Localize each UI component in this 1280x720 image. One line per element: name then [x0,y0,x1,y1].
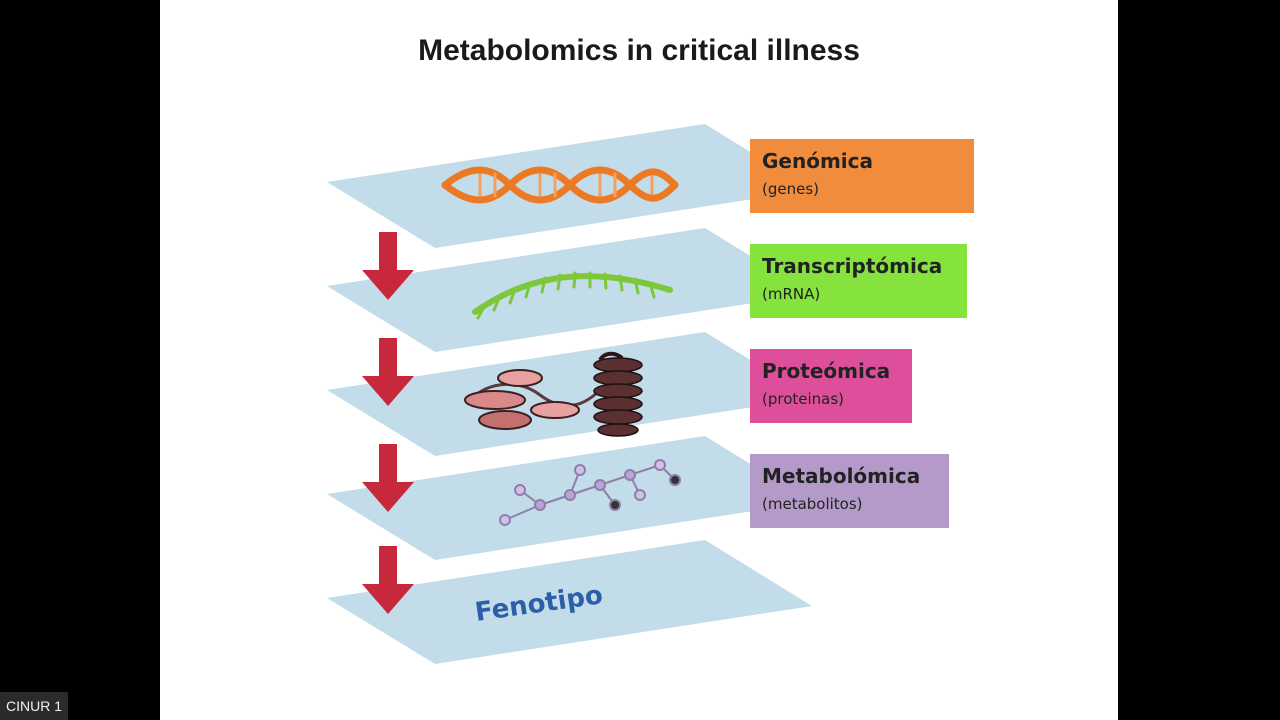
mrna-strand-icon [472,271,673,320]
omics-layers-diagram: Fenotipo [327,124,812,664]
down-arrow-icon [362,232,414,300]
transcriptomics-plane [327,228,812,352]
metabolomics-label: Metabolómica (metabolitos) [750,454,949,528]
metabolomics-sub: (metabolitos) [762,495,863,513]
down-arrow-icon [362,338,414,406]
protein-structure-icon [464,351,643,437]
genomics-sub: (genes) [762,180,820,198]
transcriptomics-name: Transcriptómica [762,254,943,278]
proteomics-name: Proteómica [762,359,891,383]
presentation-slide: Metabolomics in critical illness [160,0,1118,720]
metabolite-molecule-icon [499,459,681,526]
metabolomics-name: Metabolómica [762,464,921,488]
proteomics-label: Proteómica (proteinas) [750,349,912,423]
proteomics-plane [327,332,812,456]
participant-name-tag: CINUR 1 [0,692,68,720]
dna-double-helix-icon [441,166,679,204]
slide-title: Metabolomics in critical illness [418,34,860,67]
transcriptomics-label: Transcriptómica (mRNA) [750,244,967,318]
down-arrow-icon [362,546,414,614]
phenotype-plane [327,540,812,664]
down-arrow-icon [362,444,414,512]
genomics-label: Genómica (genes) [750,139,974,213]
transcriptomics-sub: (mRNA) [762,285,821,303]
proteomics-sub: (proteinas) [762,390,845,408]
genomics-name: Genómica [762,149,874,173]
